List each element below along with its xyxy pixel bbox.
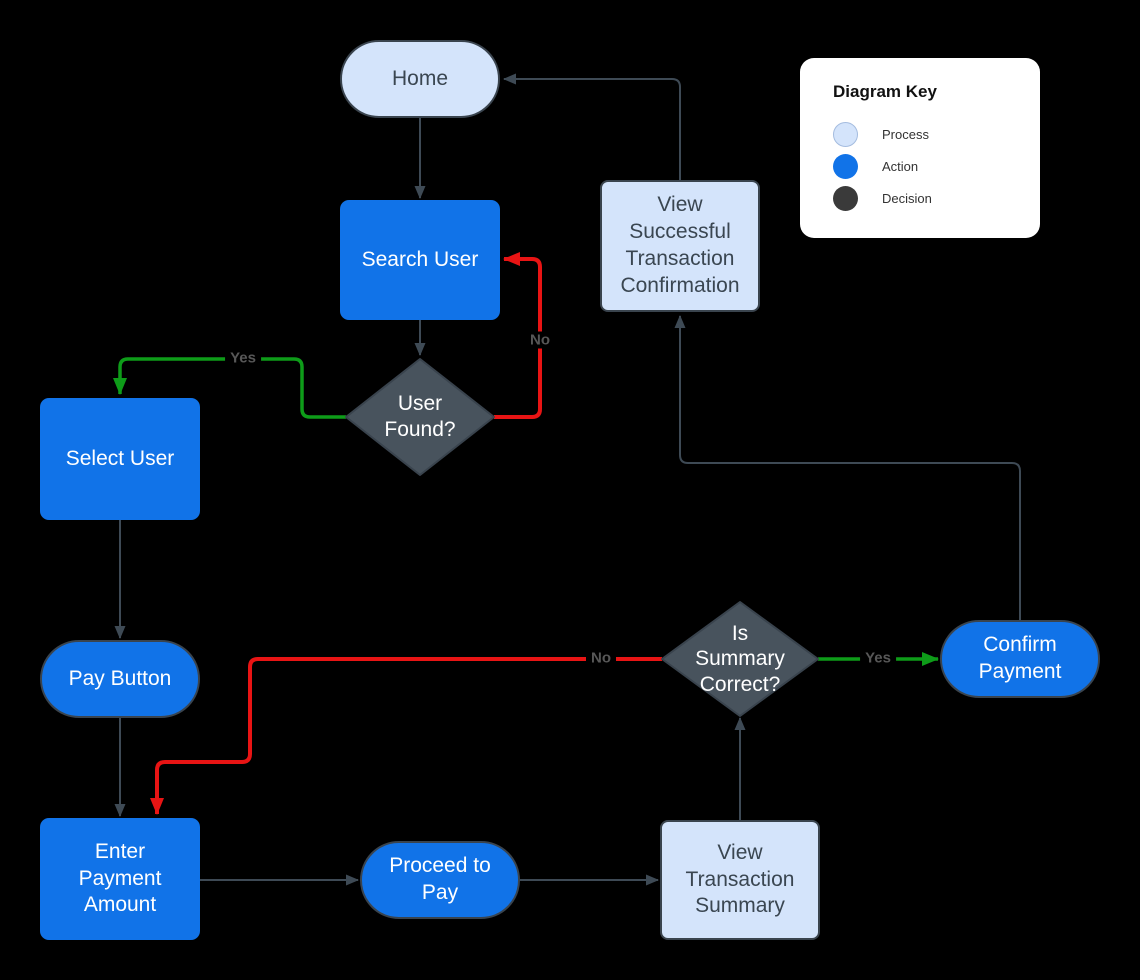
node-user-found[interactable]: User Found? bbox=[346, 359, 494, 475]
edge-label-no-summary: No bbox=[586, 649, 616, 667]
action-swatch-icon bbox=[833, 153, 858, 179]
node-search-user-label: Search User bbox=[361, 247, 479, 271]
edge-user-found-yes-to-select-user bbox=[113, 357, 346, 419]
node-is-summary-correct-label: Is Summary Correct? bbox=[695, 621, 785, 696]
node-select-user[interactable]: Select User bbox=[40, 398, 200, 520]
node-user-found-label: User Found? bbox=[384, 392, 456, 441]
node-home[interactable]: Home bbox=[340, 40, 500, 118]
node-confirm-payment[interactable]: Confirm Payment bbox=[940, 620, 1100, 698]
node-view-successful-transaction-confirmation[interactable]: View Successful Transaction Confirmation bbox=[600, 180, 760, 312]
diagram-key-card: Diagram Key Process Action Decision bbox=[800, 58, 1040, 238]
process-swatch-icon bbox=[833, 121, 858, 147]
node-proceed-to-pay-label: Proceed to Pay bbox=[389, 854, 491, 904]
node-view-successful-transaction-confirmation-label: View Successful Transaction Confirmation bbox=[620, 193, 740, 297]
node-enter-payment-amount-label: Enter Payment Amount bbox=[78, 839, 162, 917]
node-view-transaction-summary[interactable]: View Transaction Summary bbox=[660, 820, 820, 940]
edge-label-yes-user-found: Yes bbox=[225, 349, 261, 367]
decision-swatch-icon bbox=[833, 185, 858, 211]
node-home-label: Home bbox=[391, 66, 449, 90]
edge-label-no-user-found: No bbox=[525, 331, 555, 349]
node-confirm-payment-label: Confirm Payment bbox=[978, 633, 1062, 683]
node-pay-button[interactable]: Pay Button bbox=[40, 640, 200, 718]
is-summary-correct-diamond-shape bbox=[661, 601, 819, 717]
node-proceed-to-pay[interactable]: Proceed to Pay bbox=[360, 841, 520, 919]
node-search-user[interactable]: Search User bbox=[340, 200, 500, 320]
node-enter-payment-amount[interactable]: Enter Payment Amount bbox=[40, 818, 200, 940]
key-item-action-label: Action bbox=[882, 158, 919, 174]
key-item-process-label: Process bbox=[882, 126, 929, 142]
diagram-key-title: Diagram Key bbox=[833, 82, 937, 101]
edge-view-successful-to-home bbox=[503, 73, 681, 180]
edge-is-summary-correct-no-to-enter-payment-amount bbox=[150, 657, 662, 815]
key-item-action: Action bbox=[833, 150, 1040, 182]
user-found-diamond-shape bbox=[345, 358, 495, 476]
edge-confirm-payment-to-view-successful bbox=[674, 315, 1021, 620]
key-item-decision: Decision bbox=[833, 182, 1040, 214]
edge-label-yes-summary: Yes bbox=[860, 649, 896, 667]
node-select-user-label: Select User bbox=[65, 446, 175, 470]
key-item-decision-label: Decision bbox=[882, 190, 932, 206]
node-pay-button-label: Pay Button bbox=[68, 666, 172, 690]
key-item-process: Process bbox=[833, 118, 1040, 150]
node-view-transaction-summary-label: View Transaction Summary bbox=[685, 840, 795, 918]
node-is-summary-correct[interactable]: Is Summary Correct? bbox=[662, 602, 818, 716]
